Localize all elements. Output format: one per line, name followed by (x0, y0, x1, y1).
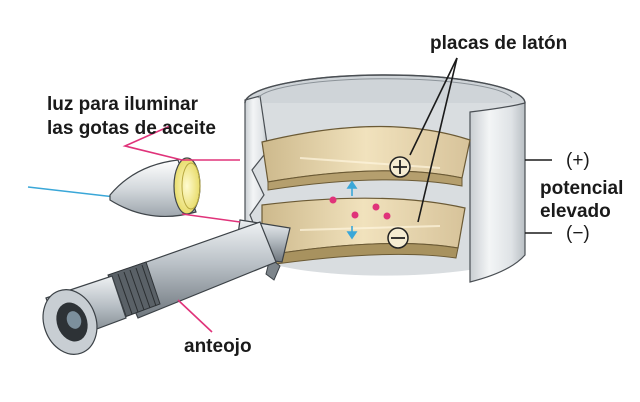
oil-drop (329, 196, 337, 204)
plus-terminal-label: (+) (566, 150, 590, 171)
lamp (109, 157, 201, 217)
up-down-arrow-icon (346, 180, 358, 240)
telescope (42, 219, 291, 355)
oil-drop (351, 211, 359, 219)
minus-terminal-label: (−) (566, 223, 590, 244)
light-label-line2: las gotas de aceite (47, 118, 216, 139)
potential-label-line2: elevado (540, 201, 611, 222)
leader-light (122, 125, 183, 161)
minus-sign-icon (387, 227, 409, 249)
light-label-line1: luz para iluminar (47, 94, 199, 115)
plate-pointer-lines (409, 57, 458, 223)
leader-eyepiece (177, 299, 213, 333)
plus-sign-icon (389, 156, 411, 178)
oil-drop (372, 203, 380, 211)
leader-light-bottom (181, 213, 241, 223)
terminal-wires (525, 159, 552, 234)
potential-label-line1: potencial (540, 178, 623, 199)
eyepiece-label: anteojo (184, 336, 252, 357)
oil-drops (329, 196, 391, 220)
leader-lines (122, 125, 241, 333)
oil-drop (383, 212, 391, 220)
plates-label: placas de latón (430, 33, 567, 54)
light-beam (27, 186, 116, 198)
brass-plates (261, 125, 471, 267)
